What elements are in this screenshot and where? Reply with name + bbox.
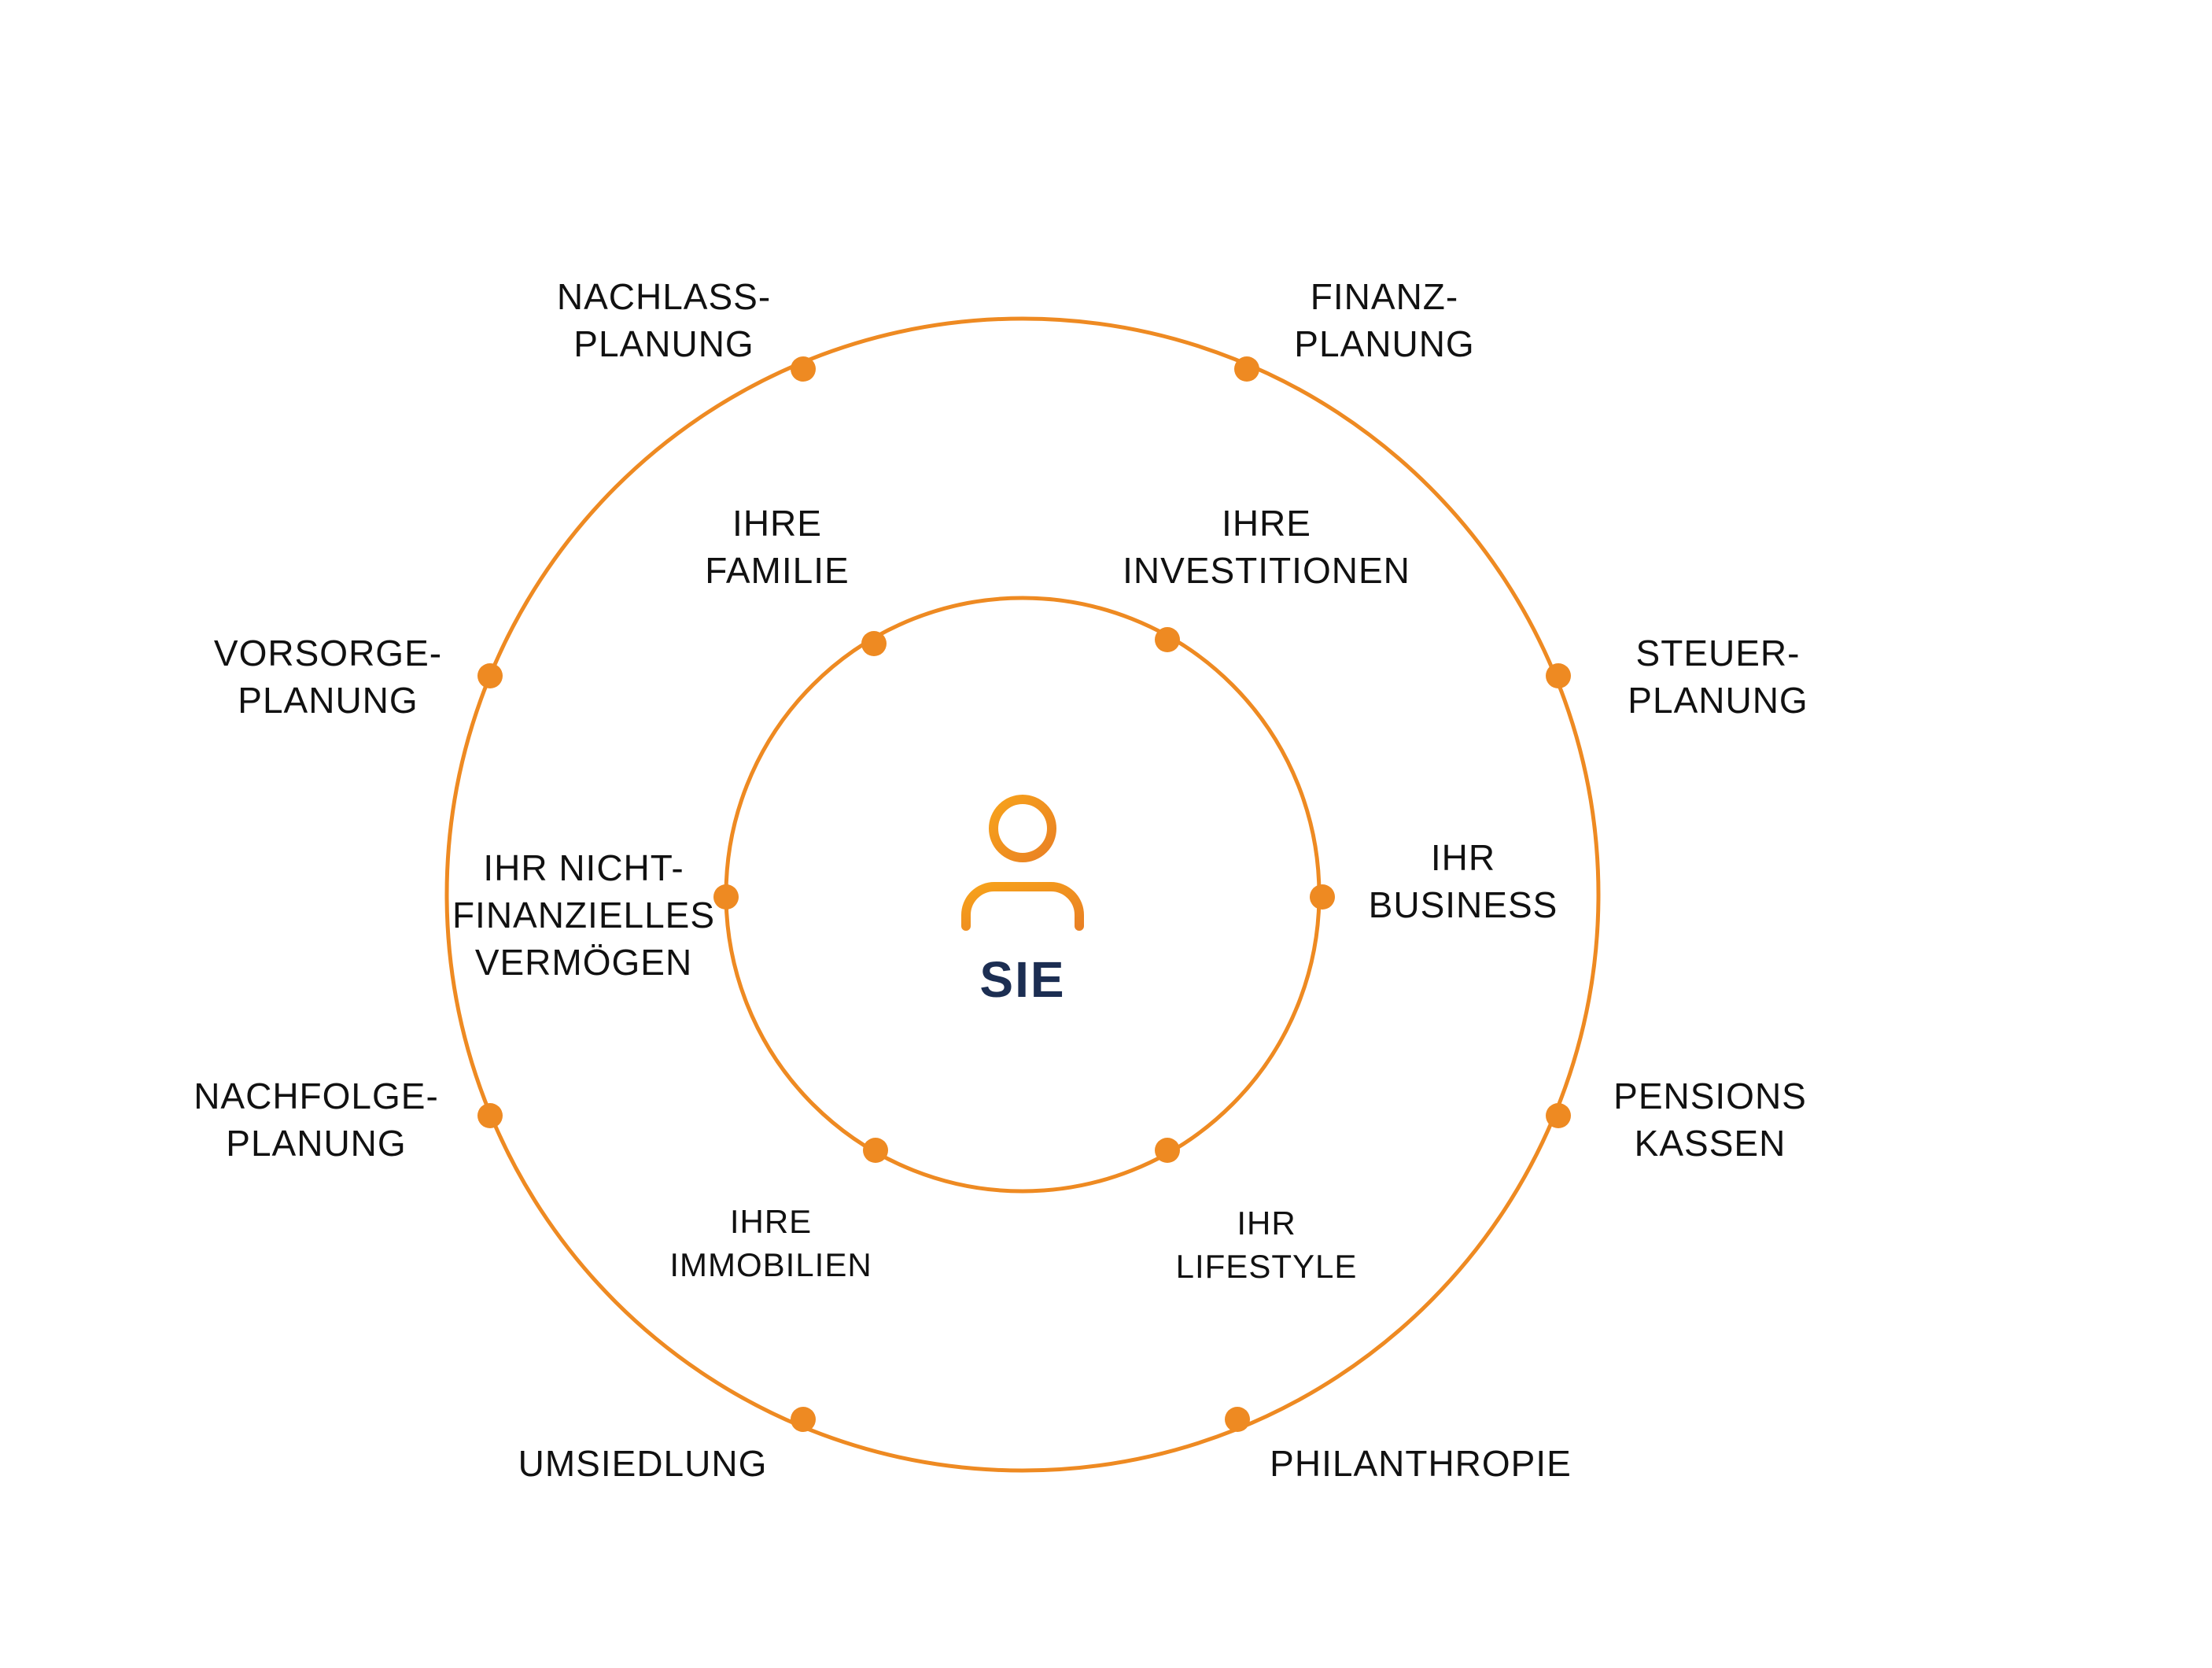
center-label: SIE: [979, 951, 1066, 1008]
outer-dot-pensionskassen: [1546, 1103, 1571, 1128]
outer-label-pensionskassen: PENSIONS KASSEN: [1613, 1076, 1807, 1164]
inner-dot-business: [1310, 884, 1335, 910]
outer-dot-nachfolgeplanung: [477, 1103, 503, 1128]
inner-dot-investitionen: [1155, 627, 1180, 652]
outer-dot-vorsorgeplanung: [477, 663, 503, 688]
inner-dot-nicht-finanzielles: [713, 884, 739, 910]
outer-label-finanzplanung: FINANZ- PLANUNG: [1294, 276, 1475, 364]
outer-label-vorsorgeplanung: VORSORGE- PLANUNG: [213, 633, 443, 721]
inner-label-familie: IHRE FAMILIE: [705, 503, 850, 591]
outer-label-umsiedlung: UMSIEDLUNG: [518, 1443, 768, 1484]
inner-dot-familie: [861, 631, 887, 656]
inner-label-business: IHR BUSINESS: [1368, 837, 1558, 925]
outer-dot-nachlassplanung: [791, 356, 816, 382]
outer-dot-umsiedlung: [791, 1407, 816, 1432]
inner-dot-lifestyle: [1155, 1138, 1180, 1163]
outer-label-steuerplanung: STEUER- PLANUNG: [1628, 633, 1808, 721]
inner-label-nicht-finanzielles: IHR NICHT- FINANZIELLES VERMÖGEN: [452, 847, 716, 983]
inner-label-immobilien: IHRE IMMOBILIEN: [669, 1203, 872, 1283]
outer-dot-steuerplanung: [1546, 663, 1571, 688]
outer-label-philanthropie: PHILANTHROPIE: [1270, 1443, 1572, 1484]
outer-dot-finanzplanung: [1234, 356, 1259, 382]
inner-label-investitionen: IHRE INVESTITIONEN: [1123, 503, 1410, 591]
person-icon: [961, 795, 1084, 931]
outer-label-nachfolgeplanung: NACHFOLGE- PLANUNG: [194, 1076, 439, 1164]
outer-ring: [444, 316, 1601, 1473]
inner-label-lifestyle: IHR LIFESTYLE: [1175, 1205, 1358, 1285]
outer-dot-philanthropie: [1225, 1407, 1250, 1432]
inner-dot-immobilien: [863, 1138, 888, 1163]
inner-ring: [724, 596, 1322, 1194]
outer-label-nachlassplanung: NACHLASS- PLANUNG: [556, 276, 772, 364]
